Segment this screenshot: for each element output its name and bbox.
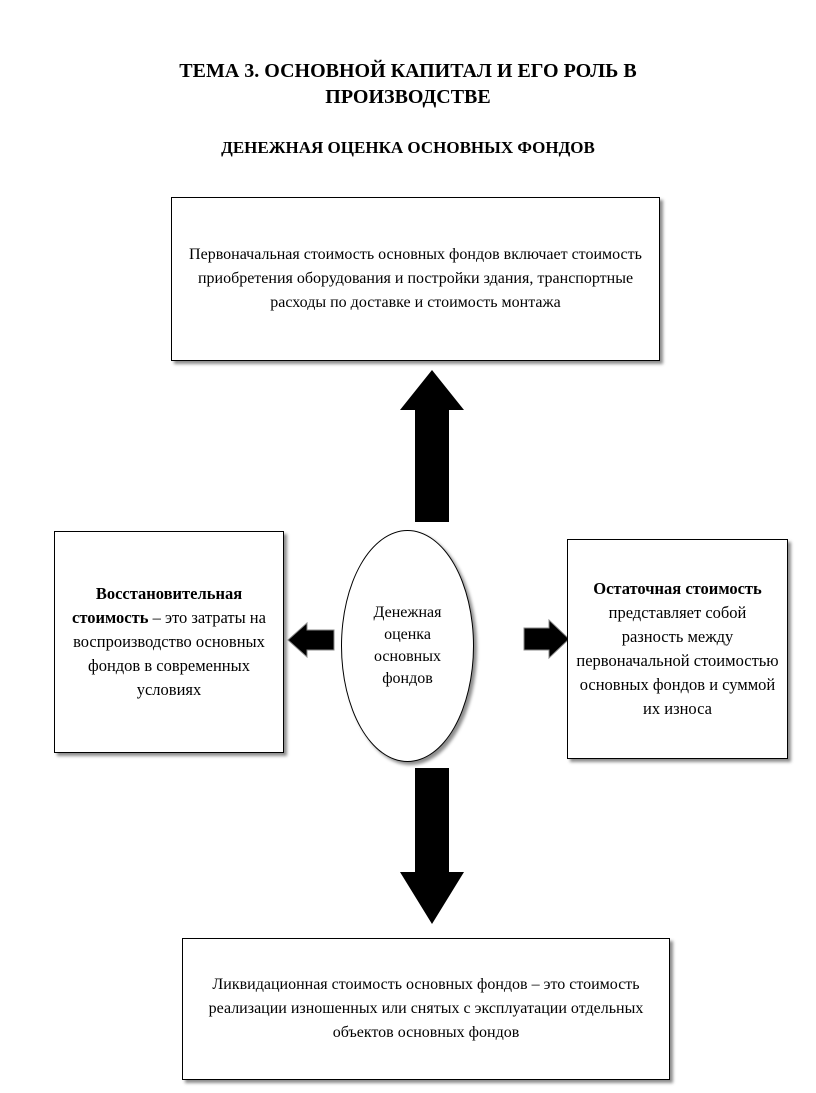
- page-subtitle: ДЕНЕЖНАЯ ОЦЕНКА ОСНОВНЫХ ФОНДОВ: [221, 138, 595, 157]
- replacement-cost-box: Восстановительная стоимость – это затрат…: [54, 531, 284, 753]
- residual-cost-box: Остаточная стоимость представляет собой …: [567, 539, 788, 759]
- residual-cost-term: Остаточная стоимость: [593, 579, 762, 598]
- residual-cost-text: представляет собой разность между первон…: [576, 603, 779, 718]
- page-title: ТЕМА 3. ОСНОВНОЙ КАПИТАЛ И ЕГО РОЛЬ В ПР…: [179, 60, 637, 108]
- initial-cost-text: Первоначальная стоимость основных фондов…: [189, 246, 642, 311]
- arrow-down: [400, 768, 464, 924]
- initial-cost-box: Первоначальная стоимость основных фондов…: [171, 197, 660, 361]
- liquidation-cost-box: Ликвидационная стоимость основных фондов…: [182, 938, 670, 1080]
- replacement-cost-text: – это затраты на воспроизводство основны…: [73, 608, 266, 699]
- arrow-up: [400, 370, 464, 522]
- arrow-right: [523, 618, 570, 660]
- arrow-left: [287, 621, 335, 659]
- center-label: Денежная оценка основных фондов: [373, 604, 442, 687]
- center-ellipse: Денежная оценка основных фондов: [341, 530, 474, 762]
- replacement-cost-term: Восстановительная стоимость: [72, 584, 243, 627]
- liquidation-cost-text: Ликвидационная стоимость основных фондов…: [208, 976, 644, 1041]
